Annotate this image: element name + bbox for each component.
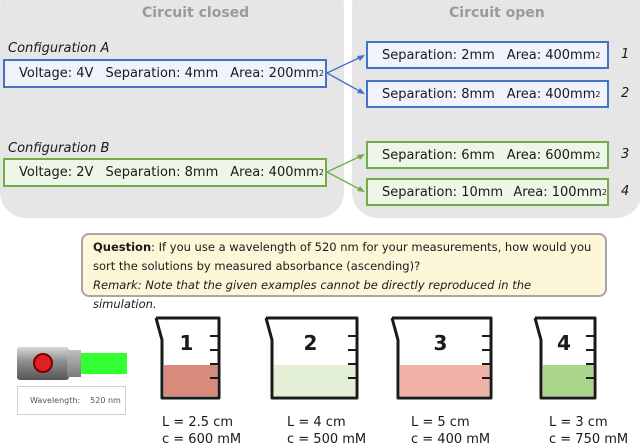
config-a-area-exp: 2 (318, 69, 324, 78)
beaker-4-conc: c = 750 mM (549, 432, 629, 447)
beaker-4-number: 4 (557, 331, 571, 355)
config-a-label: Configuration A (8, 41, 110, 56)
beaker-2-outline (264, 316, 359, 400)
question-text: Question: If you use a wavelength of 520… (93, 238, 595, 276)
laser-tip (67, 350, 81, 377)
output-number-1: 1 (621, 47, 630, 62)
output-3-separation: Separation: 6mm (382, 147, 495, 163)
arrow-a-to-1 (326, 55, 364, 74)
output-1-separation: Separation: 2mm (382, 47, 495, 63)
question-box: Question: If you use a wavelength of 520… (81, 233, 607, 311)
circuit-closed-title: Circuit closed (142, 5, 250, 21)
beaker-1-labels: L = 2.5 cm c = 600 mM (162, 414, 241, 448)
beaker-2-liquid (274, 365, 355, 396)
config-b-voltage: Voltage: 2V (19, 165, 94, 180)
beaker-4-labels: L = 3 cm c = 750 mM (549, 414, 628, 448)
question-label: Question (93, 240, 152, 254)
beaker-4-liquid (543, 365, 593, 396)
output-4-separation: Separation: 10mm (382, 184, 504, 200)
config-b-area-exp: 2 (318, 168, 324, 177)
circuit-open-title: Circuit open (449, 5, 545, 21)
wavelength-label: Wavelength: (30, 396, 81, 405)
beaker-4-length: L = 3 cm (549, 415, 608, 430)
beaker-3-labels: L = 5 cm c = 400 mM (411, 414, 490, 448)
laser-beam (81, 353, 127, 374)
arrowhead-b-4 (357, 186, 365, 192)
beaker-1-liquid (164, 365, 217, 396)
wavelength-readout: Wavelength: 520 nm (17, 386, 126, 415)
output-3-area: Area: 600mm (506, 147, 596, 163)
arrow-b-to-3 (326, 154, 364, 173)
config-b-label: Configuration B (8, 141, 110, 156)
beaker-3-number: 3 (434, 331, 448, 355)
beaker-1-outline (154, 316, 221, 400)
beaker-4-outline (533, 316, 597, 400)
output-number-2: 2 (621, 86, 630, 101)
beaker-3-length: L = 5 cm (411, 415, 470, 430)
beaker-1-number: 1 (180, 331, 194, 355)
output-4-area: Area: 100mm (513, 184, 602, 200)
beaker-2-labels: L = 4 cm c = 500 mM (287, 414, 366, 448)
question-body: : If you use a wavelength of 520 nm for … (93, 240, 592, 273)
beaker-3-outline (390, 316, 493, 400)
beaker-1-conc: c = 600 mM (162, 432, 242, 447)
output-2-separation: Separation: 8mm (382, 86, 495, 102)
output-4-area-exp: 2 (601, 187, 607, 197)
arrowhead-a-2 (357, 88, 365, 94)
beaker-1-length: L = 2.5 cm (162, 415, 234, 430)
output-2-area-exp: 2 (595, 89, 601, 99)
beaker-3-liquid (400, 365, 489, 396)
output-1-area: Area: 400mm (506, 47, 596, 63)
beaker-2-conc: c = 500 mM (287, 432, 367, 447)
config-a-area: Area: 200mm (230, 66, 319, 81)
arrow-a-to-2 (326, 72, 364, 94)
config-a-voltage: Voltage: 4V (19, 66, 94, 81)
arrow-b-to-4 (326, 171, 364, 192)
arrowhead-b-3 (357, 154, 365, 160)
beaker-2-length: L = 4 cm (287, 415, 346, 430)
output-number-4: 4 (621, 184, 630, 199)
laser-power-button[interactable] (33, 353, 53, 373)
beaker-2-number: 2 (304, 331, 318, 355)
beaker-3-conc: c = 400 mM (411, 432, 491, 447)
config-a-separation: Separation: 4mm (105, 66, 219, 81)
output-2-area: Area: 400mm (506, 86, 596, 102)
arrowhead-a-1 (357, 55, 365, 61)
config-b-area: Area: 400mm (230, 165, 319, 180)
output-number-3: 3 (621, 147, 630, 162)
config-b-separation: Separation: 8mm (105, 165, 219, 180)
wavelength-value: 520 nm (90, 396, 121, 405)
output-1-area-exp: 2 (595, 50, 601, 60)
question-remark: Remark: Note that the given examples can… (93, 278, 532, 311)
output-3-area-exp: 2 (595, 150, 601, 160)
